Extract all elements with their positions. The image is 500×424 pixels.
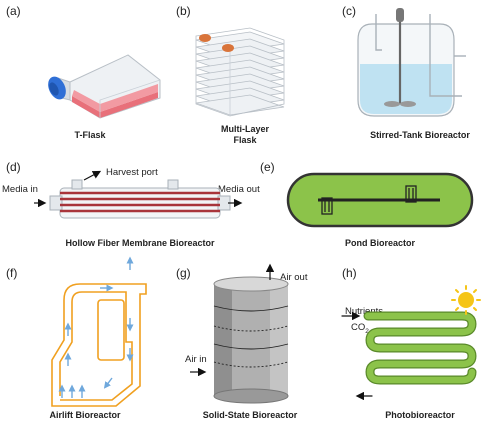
photobioreactor [341, 311, 477, 401]
label-co2-text: CO [351, 322, 366, 333]
label-air-out: Air out [280, 272, 308, 283]
caption-pond: Pond Bioreactor [344, 238, 415, 248]
caption-t-flask: T-Flask [74, 130, 106, 140]
panel-letter-d: (d) [6, 160, 21, 174]
panel-letter-h: (h) [342, 266, 357, 280]
t-flask [48, 54, 161, 119]
ml-cap-1 [199, 34, 211, 42]
multi-layer-flask [195, 27, 285, 117]
label-media-out: Media out [218, 184, 260, 195]
caption-photobioreactor: Photobioreactor [385, 410, 455, 420]
label-nutrients: Nutrients [345, 306, 384, 317]
caption-solid-state: Solid-State Bioreactor [202, 410, 298, 420]
caption-airlift: Airlift Bioreactor [49, 410, 121, 420]
airlift-flow-arrows [58, 256, 134, 398]
photo-tubes [364, 312, 476, 384]
label-harvest-port: Harvest port [106, 167, 158, 178]
panel-letter-c: (c) [342, 4, 356, 18]
flask-liquid [72, 92, 158, 118]
hollow-fiber [34, 170, 243, 219]
label-co2-subscript: 2 [365, 327, 369, 335]
fibers [60, 191, 220, 213]
panel-letter-b: (b) [176, 4, 191, 18]
label-co2: CO2 [351, 322, 369, 335]
label-air-in: Air in [185, 354, 207, 365]
airlift [51, 283, 147, 407]
caption-hollow-fiber: Hollow Fiber Membrane Bioreactor [65, 238, 215, 248]
ml-layer [195, 94, 285, 116]
sun-icon [451, 285, 481, 315]
label-media-in: Media in [2, 184, 38, 195]
stirred-tank [357, 8, 466, 117]
panel-letter-a: (a) [6, 4, 21, 18]
panel-letter-e: (e) [260, 160, 275, 174]
harvest-arrow-icon [83, 170, 102, 181]
caption-stirred-tank: Stirred-Tank Bioreactor [370, 130, 470, 140]
solid-state [190, 263, 289, 404]
panel-letter-g: (g) [176, 266, 191, 280]
pond [286, 172, 474, 228]
tank-liquid [360, 64, 452, 114]
panel-letter-f: (f) [6, 266, 18, 280]
ml-cap-2 [222, 44, 234, 52]
